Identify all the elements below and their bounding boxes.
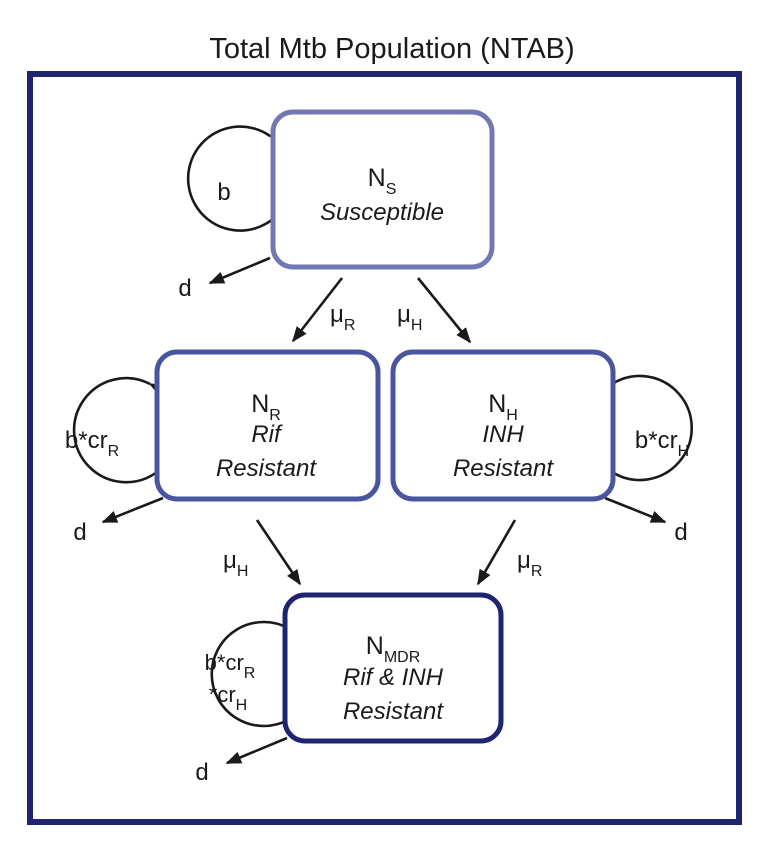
node-rif-label-1: Rif [251, 421, 283, 448]
node-mdr [282, 592, 504, 744]
node-mdr-symbol: NMDR [366, 632, 421, 666]
mutation-arrow-s-to-r [291, 277, 344, 343]
mutation-label-h-to-mdr: μR [517, 547, 542, 580]
loop-arrow-mdr [210, 620, 304, 728]
death-arrow-mdr [225, 736, 288, 765]
mutation-arrow-h-to-mdr [476, 519, 517, 586]
population-boundary [27, 71, 742, 825]
node-rif-label-2: Resistant [216, 455, 317, 482]
death-label-mdr: d [195, 759, 208, 786]
diagram-title: Total Mtb Population (NTAB) [209, 33, 574, 65]
loop-label-mdr-2: *crH [209, 682, 247, 714]
loop-arrow-susceptible [186, 125, 286, 232]
loop-arrow-inh [596, 374, 693, 482]
death-arrow-inh [604, 496, 667, 524]
loop-label-inh: b*crH [635, 427, 689, 460]
node-inh-label-1: INH [482, 421, 524, 448]
death-arrow-susceptible [208, 256, 271, 285]
mutation-label-s-to-h: μH [397, 301, 422, 334]
node-inh-symbol: NH [488, 390, 518, 424]
node-susceptible-symbol: NS [368, 164, 397, 198]
mutation-label-s-to-r: μR [330, 301, 355, 334]
node-rif-resistant [154, 349, 381, 502]
death-label-susceptible: d [178, 275, 191, 302]
death-label-rif: d [73, 519, 86, 546]
loop-label-mdr-1: b*crR [205, 650, 256, 682]
node-inh-resistant [390, 349, 616, 502]
loop-label-susceptible: b [217, 179, 230, 206]
node-inh-label-2: Resistant [453, 455, 554, 482]
loop-label-rif: b*crR [65, 427, 119, 460]
node-mdr-label-2: Resistant [343, 698, 444, 725]
mutation-arrow-s-to-h [416, 277, 472, 344]
mutation-label-r-to-mdr: μH [223, 547, 248, 580]
node-mdr-label-1: Rif & INH [343, 664, 444, 691]
death-arrow-rif [101, 496, 164, 524]
mutation-arrow-r-to-mdr [255, 519, 302, 586]
node-susceptible [270, 109, 495, 270]
loop-arrow-rif [72, 376, 166, 484]
death-label-inh: d [674, 519, 687, 546]
node-susceptible-label: Susceptible [320, 199, 444, 226]
node-rif-symbol: NR [251, 390, 281, 424]
